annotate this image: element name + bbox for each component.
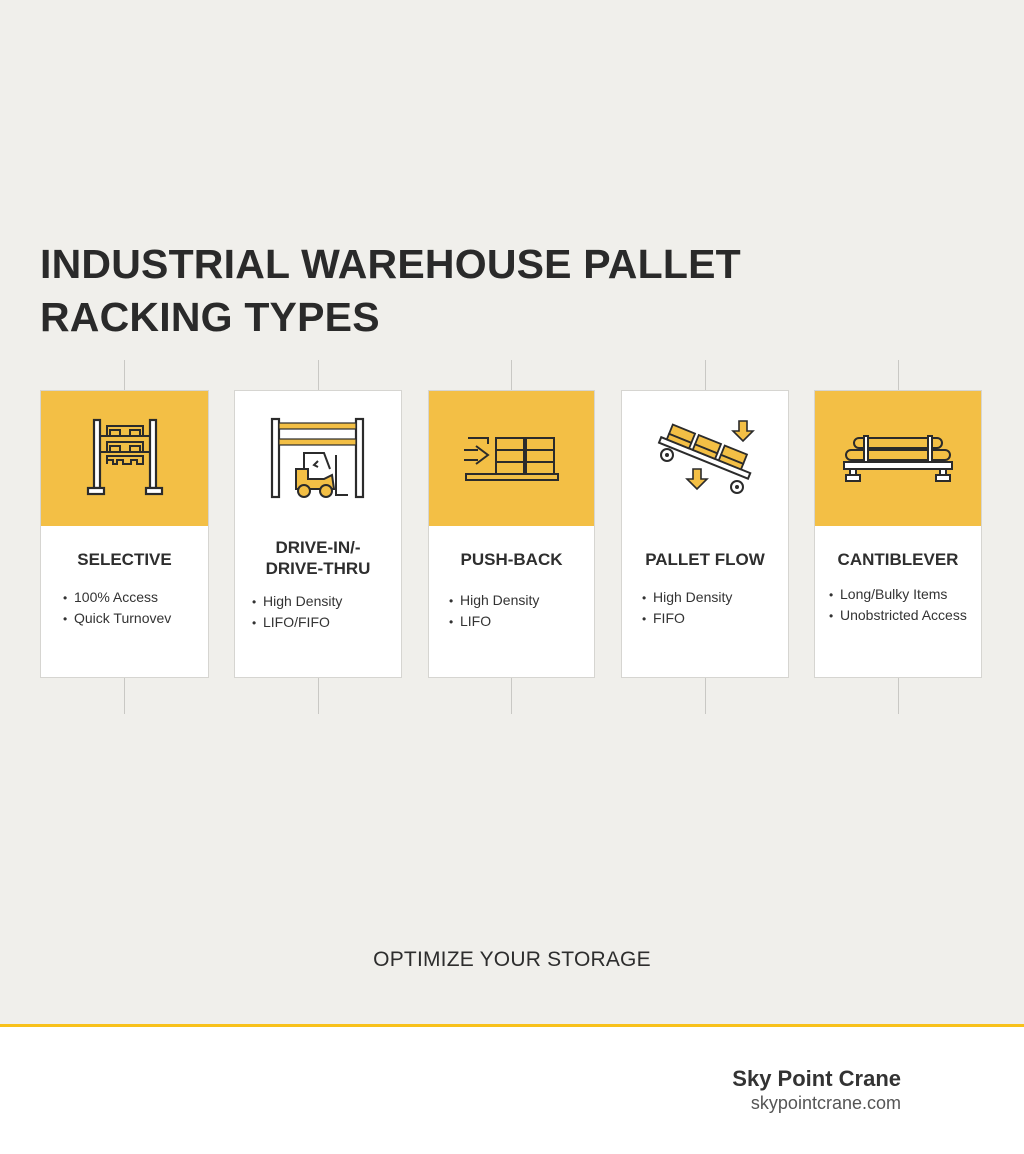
connector-line <box>898 678 899 714</box>
forklift-rack-icon <box>270 417 365 498</box>
tagline: OPTIMIZE YOUR STORAGE <box>373 948 651 971</box>
feature-item: FIFO <box>642 608 788 629</box>
page-title: INDUSTRIAL WAREHOUSE PALLET RACKING TYPE… <box>40 241 741 340</box>
card-title-line: DRIVE-IN/- <box>275 538 361 557</box>
feature-item: High Density <box>642 587 788 608</box>
card-cantilever: CANTIBLEVER Long/Bulky Items Unobstricte… <box>814 390 982 678</box>
selective-rack-icon <box>86 418 163 495</box>
connector-line <box>511 678 512 714</box>
feature-list: High Density LIFO/FIFO <box>235 591 401 633</box>
feature-item: Long/Bulky Items <box>829 584 981 605</box>
footer <box>0 1027 1024 1154</box>
card-title: SELECTIVE <box>77 550 172 569</box>
cantilever-rack-icon <box>843 434 953 482</box>
card-pallet-flow: PALLET FLOW High Density FIFO <box>621 390 789 678</box>
card-title: PUSH-BACK <box>460 550 563 569</box>
feature-item: High Density <box>252 591 401 612</box>
feature-list: High Density LIFO <box>429 590 594 632</box>
card-header <box>235 391 401 526</box>
card-title: PALLET FLOW <box>645 550 765 569</box>
feature-list: Long/Bulky Items Unobstricted Access <box>815 584 981 626</box>
brand-name: Sky Point Crane <box>732 1066 901 1091</box>
feature-item: LIFO <box>449 611 594 632</box>
card-header <box>622 391 788 526</box>
feature-item: LIFO/FIFO <box>252 612 401 633</box>
connector-line <box>124 678 125 714</box>
brand-block: Sky Point Crane skypointcrane.com <box>732 1066 901 1114</box>
feature-item: High Density <box>449 590 594 611</box>
connector-line <box>705 360 706 390</box>
feature-item: Unobstricted Access <box>829 605 981 626</box>
card-selective: SELECTIVE 100% Access Quick Turnovev <box>40 390 209 678</box>
card-header <box>429 391 594 526</box>
brand-url[interactable]: skypointcrane.com <box>750 1093 901 1113</box>
card-header <box>815 391 981 526</box>
connector-line <box>124 360 125 390</box>
connector-line <box>511 360 512 390</box>
connector-line <box>898 360 899 390</box>
card-push-back: PUSH-BACK High Density LIFO <box>428 390 595 678</box>
feature-list: High Density FIFO <box>622 587 788 629</box>
card-title-line: DRIVE-THRU <box>265 559 371 578</box>
pallet-flow-icon <box>657 419 755 494</box>
card-title: DRIVE-IN/- DRIVE-THRU <box>235 537 401 579</box>
connector-line <box>318 678 319 714</box>
connector-line <box>318 360 319 390</box>
card-header <box>41 391 208 526</box>
feature-list: 100% Access Quick Turnovev <box>41 587 208 629</box>
feature-item: Quick Turnovev <box>63 608 208 629</box>
card-title: CANTIBLEVER <box>837 550 959 569</box>
connector-line <box>705 678 706 714</box>
footer-accent-band <box>0 1024 1024 1027</box>
feature-item: 100% Access <box>63 587 208 608</box>
card-drive-in-drive-thru: DRIVE-IN/- DRIVE-THRU High Density LIFO/… <box>234 390 402 678</box>
push-back-rack-icon <box>463 436 559 481</box>
